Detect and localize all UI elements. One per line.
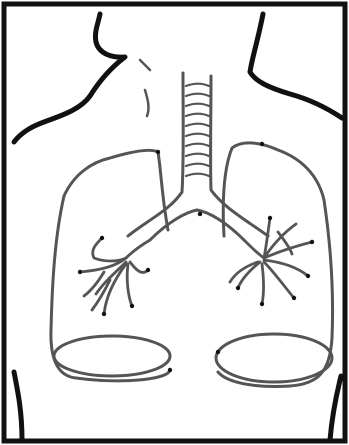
right-bronchial-tree bbox=[230, 218, 312, 304]
trachea-rings bbox=[186, 84, 209, 176]
right-lung bbox=[218, 143, 333, 387]
trachea-left-wall bbox=[128, 73, 183, 236]
trachea-right-wall bbox=[211, 76, 268, 236]
terminal-dots bbox=[78, 142, 314, 372]
outer-border bbox=[4, 4, 345, 441]
right-neck-shoulder-line bbox=[250, 14, 342, 118]
left-diaphragm bbox=[54, 336, 170, 376]
left-bronchial-tree bbox=[80, 238, 150, 314]
left-neck-shoulder-line bbox=[14, 14, 125, 142]
trachea bbox=[128, 73, 268, 240]
neck-stroke bbox=[140, 60, 150, 116]
right-hip-line bbox=[330, 376, 341, 440]
right-diaphragm bbox=[216, 334, 332, 382]
left-hip-line bbox=[14, 372, 22, 440]
